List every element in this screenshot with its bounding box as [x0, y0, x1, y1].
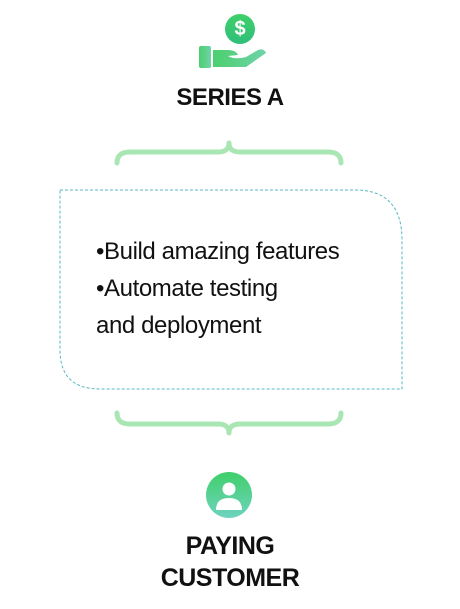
bullet: • [96, 275, 105, 302]
user-avatar-icon [206, 472, 252, 518]
list-item: •Automate testing [96, 270, 386, 307]
bottom-brace [114, 410, 344, 436]
list-item-label: Build amazing features [104, 238, 340, 265]
title-line-1: PAYING [185, 532, 275, 560]
dollar-icon: $ [234, 18, 246, 40]
feature-card-text: •Build amazing features •Automate testin… [96, 233, 386, 344]
title-line-2: CUSTOMER [160, 564, 300, 592]
list-item-continuation: and deployment [96, 312, 262, 339]
series-a-title: SERIES A [176, 84, 284, 111]
list-item-label: Automate testing [104, 275, 278, 302]
paying-customer-title: PAYING CUSTOMER [0, 530, 460, 594]
list-item: •Build amazing features [96, 233, 386, 270]
bullet: • [96, 238, 105, 265]
top-brace [114, 140, 344, 166]
